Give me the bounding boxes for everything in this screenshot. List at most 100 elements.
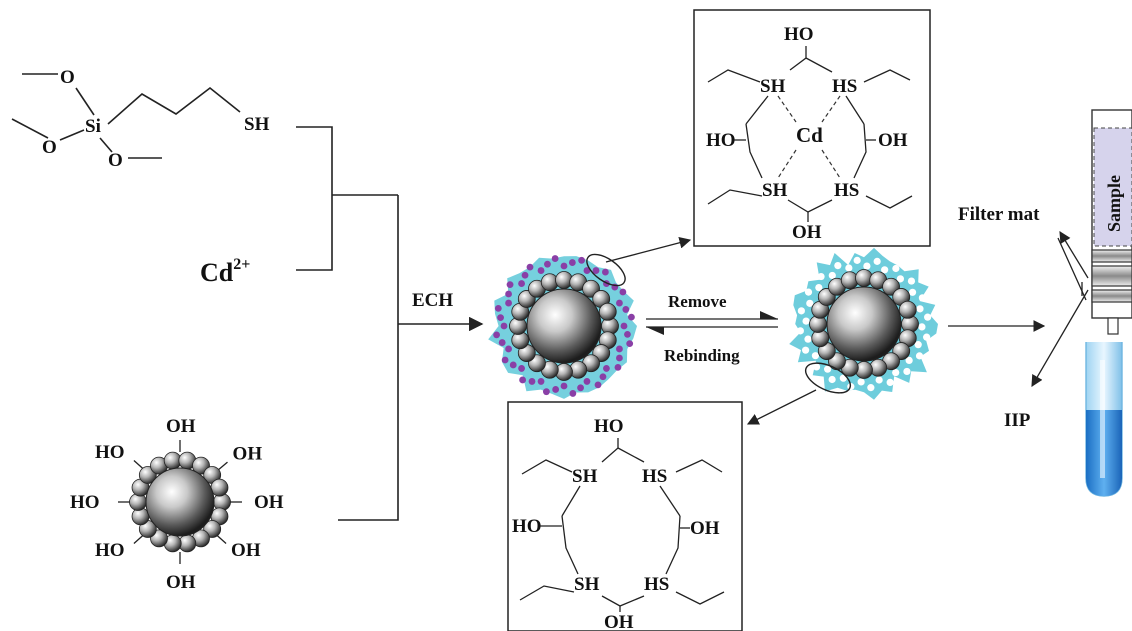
cd-ion-dot — [592, 267, 600, 274]
cd-ion-dot — [537, 267, 545, 274]
particle-hydroxyl-label: HO — [95, 442, 125, 463]
imprinted-cavity — [924, 313, 932, 321]
particle-hydroxyl-label: OH — [166, 416, 196, 437]
imprinted-cavity — [863, 262, 871, 270]
particle-hydroxyl-label: HO — [70, 492, 100, 513]
cd-ion-dot — [616, 345, 623, 353]
cd-ion-dot — [497, 314, 504, 322]
connector-lines: ECH — [296, 126, 484, 521]
cd-ion-dot — [506, 281, 514, 289]
imprinted-cavity — [914, 341, 922, 349]
imprinted-cavity — [892, 368, 900, 377]
silica-core — [145, 467, 215, 537]
imprinted-cavity — [896, 275, 904, 283]
cd-ion-dot — [624, 330, 631, 338]
imprinted-cavity — [916, 305, 924, 313]
imprinted-cavity — [824, 365, 832, 373]
cavity-hs-tr: HS — [642, 466, 667, 487]
cd-ion-dot — [518, 280, 525, 287]
cd-ion-dot — [583, 378, 591, 385]
imprinted-cavity — [797, 307, 805, 315]
cd-ion-dot — [521, 271, 529, 279]
cd-ion-dot — [628, 313, 635, 321]
cd-ion-dot — [543, 388, 550, 396]
imprinted-cavity — [828, 271, 836, 280]
imprinted-cavity — [886, 378, 894, 387]
silica-nanosphere — [210, 478, 229, 497]
imprinted-cavity — [845, 264, 853, 272]
spe-column: Sample Filter mat IIP — [958, 109, 1132, 431]
cd-ion-dot — [568, 259, 576, 266]
iip-packing — [1091, 265, 1132, 287]
imprinted-cavity — [915, 352, 924, 360]
complex-cd-center: Cd — [796, 123, 823, 147]
imprinted-cavity — [867, 384, 875, 392]
cavity-sh-bl: SH — [574, 574, 600, 595]
cavity-box: HO SH HS HO OH SH HS OH — [507, 401, 743, 631]
cd-ion-dot — [569, 390, 577, 397]
imprinted-cavity — [875, 376, 883, 384]
remove-rebinding-arrows: Remove Rebinding — [646, 292, 778, 365]
silane-o-left: O — [42, 137, 57, 158]
cd-ion-dot — [603, 365, 610, 372]
imprinted-cavity — [903, 367, 911, 376]
cd-ion-dot — [578, 256, 585, 264]
leached-imprinted-particle — [789, 247, 938, 400]
cadmium-ion: Cd2+ — [200, 256, 250, 287]
silane-o-top: O — [60, 67, 75, 88]
iip-label: IIP — [1004, 410, 1031, 431]
cd-ion-dot — [620, 322, 628, 330]
cd-ion-dot — [622, 306, 630, 313]
cavity-oh-right: OH — [690, 518, 720, 539]
cd-ion-dot — [551, 255, 559, 262]
imprinted-cavity — [804, 335, 812, 343]
imprinted-cavity — [817, 272, 825, 281]
imprinted-cavity — [892, 264, 900, 273]
silica-core — [526, 288, 602, 364]
imprinted-cavity — [918, 294, 927, 302]
imprinted-cavity — [796, 327, 804, 335]
silane-structure: O Si O O SH — [11, 67, 270, 171]
cd-ion-dot — [594, 381, 602, 389]
cd-ion-dot — [560, 262, 568, 270]
rebinding-label: Rebinding — [664, 346, 740, 365]
silica-nanosphere — [898, 300, 917, 319]
particle-hydroxyl-label: OH — [254, 492, 284, 513]
cd-ion-dot — [505, 299, 512, 307]
complex-ho-left: HO — [706, 130, 736, 151]
ech-label: ECH — [412, 290, 453, 311]
imprinted-cavity — [828, 375, 836, 384]
zoom-indicators — [586, 237, 852, 425]
imprinted-cavity — [881, 266, 889, 274]
imprinted-particle-with-cd — [488, 255, 637, 399]
cd-ion-dot — [552, 386, 560, 393]
imprinted-cavity — [857, 378, 865, 386]
cd-ion-dot — [601, 268, 609, 276]
imprinted-cavity — [834, 261, 842, 270]
particle-hydroxyl-label: OH — [231, 540, 261, 561]
imprinted-cavity — [812, 363, 821, 371]
imprinted-cavity — [853, 256, 861, 264]
complex-oh-right: OH — [878, 130, 908, 151]
complex-oh-bottom: OH — [792, 222, 822, 243]
cd-ion-dot — [544, 260, 551, 268]
cd-ion-dot — [526, 263, 534, 271]
cd-ion-dot — [616, 299, 623, 307]
complex-sh-tl: SH — [760, 76, 786, 97]
silane-sh: SH — [244, 114, 270, 135]
cd-ion-dot — [528, 378, 536, 385]
silane-o-bottom: O — [108, 150, 123, 171]
cd-ion-dot — [501, 356, 509, 364]
silica-nanosphere — [598, 302, 617, 321]
complex-hs-br: HS — [834, 180, 859, 201]
imprinted-cavity — [806, 299, 814, 307]
particle-hydroxyl-label: OH — [166, 572, 196, 593]
imprinted-cavity — [923, 333, 931, 341]
silica-core — [826, 286, 902, 362]
cd-ion-dot — [619, 288, 627, 296]
filter-mat-bottom — [1091, 289, 1132, 303]
cd-ion-dot — [505, 290, 512, 298]
imprinted-cavity — [811, 352, 820, 360]
